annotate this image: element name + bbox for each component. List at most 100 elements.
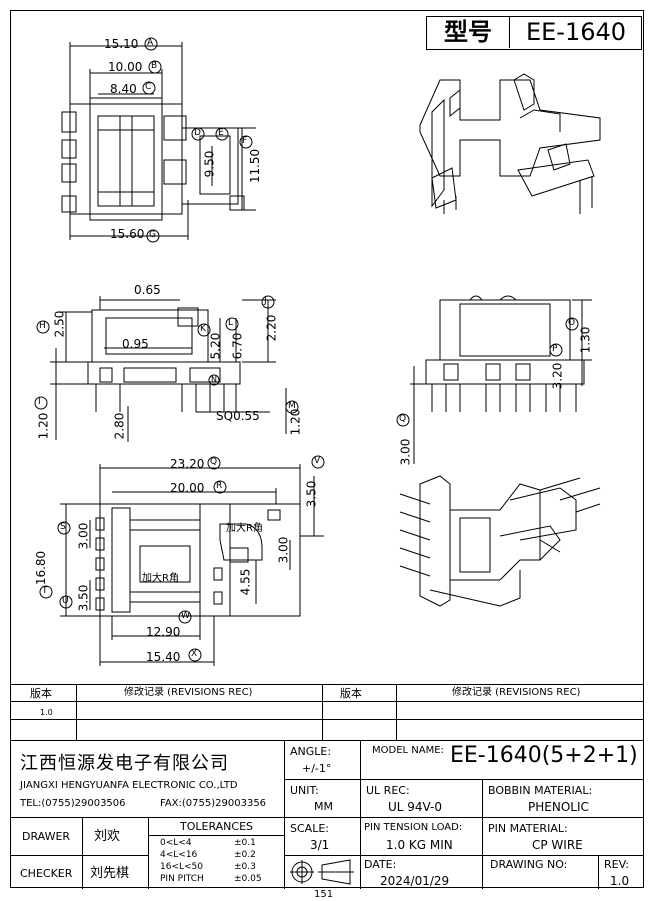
note-r-corner-1: 加大R角 (226, 523, 263, 534)
unit-value: MM (314, 800, 333, 813)
dim-3-50-top: 3.50 (304, 480, 319, 508)
dim-1-20-left: 1.20 (36, 412, 51, 440)
dim-20-00: 20.00 (170, 481, 205, 495)
dim-11-50: 11.50 (248, 148, 263, 184)
rev-row1-version: 1.0 (40, 708, 53, 717)
dim-1-30: 1.30 (578, 326, 593, 354)
tol-range-1: 0<L<4 (160, 838, 192, 848)
dim-3-00-right: 3.00 (276, 536, 291, 564)
info-block: 江西恒源发电子有限公司 JIANGXI HENGYUANFA ELECTRONI… (10, 740, 644, 889)
marker-g: G (149, 230, 156, 240)
tol-value-4: ±0.05 (234, 874, 262, 884)
pin-tension-label: PIN TENSION LOAD: (364, 822, 463, 833)
model-title: EE-1640 (525, 18, 627, 46)
pin-material-label: PIN MATERIAL: (488, 822, 568, 835)
dim-0-95: 0.95 (122, 337, 149, 351)
checker-label: CHECKER (20, 867, 73, 880)
dim-15-60: 15.60 (110, 227, 145, 241)
marker-e: E (218, 128, 224, 138)
dim-2-20: 2.20 (264, 314, 279, 342)
dim-5-20: 5.20 (208, 332, 223, 360)
marker-p: P (552, 344, 558, 354)
dim-sq0-55: SQ0.55 (216, 409, 260, 423)
dim-15-40: 15.40 (146, 650, 181, 664)
drawing-no-label: DRAWING NO: (490, 858, 568, 871)
marker-w: W (181, 611, 190, 621)
bobbin-value: PHENOLIC (528, 800, 589, 814)
unit-label: UNIT: (290, 784, 319, 797)
dim-6-70: 6.70 (230, 332, 245, 360)
type-label: 型号 (427, 17, 510, 48)
revisions-table: 版本 修改记录 (REVISIONS REC) 版本 修改记录 (REVISIO… (10, 684, 644, 741)
marker-a: A (147, 38, 154, 48)
dim-15-10: 15.10 (104, 37, 139, 51)
marker-m: M (288, 401, 296, 411)
tolerances-title: TOLERANCES (180, 820, 254, 833)
page-number: 151 (314, 889, 334, 900)
marker-t: T (42, 586, 48, 596)
rev-value: 1.0 (610, 874, 630, 888)
tol-range-3: 16<L<50 (160, 862, 204, 872)
date-value: 2024/01/29 (380, 874, 450, 888)
tol-range-4: PIN PITCH (160, 874, 204, 884)
dim-8-40: 8.40 (110, 82, 137, 96)
rev-col-record-1: 修改记录 (REVISIONS REC) (124, 687, 253, 698)
marker-f: F (242, 136, 248, 146)
dim-2-50: 2.50 (52, 310, 67, 338)
marker-d: D (194, 128, 201, 138)
marker-l: L (228, 318, 234, 328)
marker-c: C (145, 82, 152, 92)
marker-q: Q (210, 457, 218, 467)
tol-value-1: ±0.1 (234, 838, 256, 848)
marker-i: I (38, 397, 41, 407)
projection-symbol-icon (290, 859, 354, 885)
angle-value: +/-1° (302, 762, 332, 775)
company-name-en: JIANGXI HENGYUANFA ELECTRONIC CO.,LTD (20, 780, 238, 791)
marker-n: N (211, 375, 217, 384)
rev-col-version-2: 版本 (340, 687, 362, 700)
dim-2-80: 2.80 (112, 412, 127, 440)
dim-0-65: 0.65 (134, 283, 161, 297)
dim-12-90: 12.90 (146, 625, 181, 639)
rev-col-record-2: 修改记录 (REVISIONS REC) (452, 687, 581, 698)
marker-k: K (200, 324, 206, 334)
drawing-frame (10, 10, 644, 888)
drawer-label: DRAWER (22, 830, 71, 843)
marker-o: O (568, 318, 576, 328)
pin-tension-value: 1.0 KG MIN (386, 838, 453, 852)
marker-x: X (191, 649, 198, 659)
dim-3-50-left: 3.50 (76, 584, 91, 612)
scale-value: 3/1 (310, 838, 330, 852)
marker-h: H (39, 321, 46, 331)
marker-v: V (314, 456, 321, 466)
dim-23-20: 23.20 (170, 457, 205, 471)
checker-value: 刘先棋 (90, 866, 130, 881)
dim-3-00-left: 3.00 (76, 522, 91, 550)
dim-9-50: 9.50 (202, 150, 217, 178)
note-r-corner-2: 加大R角 (142, 573, 179, 584)
drawer-value: 刘欢 (94, 829, 121, 844)
rev-col-version-1: 版本 (30, 687, 52, 700)
company-fax: FAX:(0755)29003356 (160, 798, 267, 809)
marker-b: B (151, 61, 158, 71)
rev-label: REV: (604, 858, 629, 871)
tol-value-2: ±0.2 (234, 850, 256, 860)
dim-16-80: 16.80 (34, 550, 49, 586)
dim-10-00: 10.00 (108, 60, 143, 74)
title-block: 型号 EE-1640 (426, 16, 642, 50)
bobbin-label: BOBBIN MATERIAL: (488, 784, 593, 797)
dim-4-55: 4.55 (238, 568, 253, 596)
company-tel: TEL:(0755)29003506 (20, 798, 126, 809)
model-label: MODEL NAME: (372, 745, 444, 756)
ul-value: UL 94V-0 (388, 800, 443, 814)
model-value: EE-1640(5+2+1) (450, 743, 638, 768)
marker-r: R (216, 481, 223, 491)
company-name-cn: 江西恒源发电子有限公司 (20, 753, 229, 774)
tol-range-2: 4<L<16 (160, 850, 198, 860)
ul-label: UL REC: (366, 784, 410, 797)
marker-j: J (264, 296, 267, 306)
marker-s: S (60, 522, 66, 532)
dim-1-20-right: 1.20 (288, 408, 303, 436)
scale-label: SCALE: (290, 822, 329, 835)
